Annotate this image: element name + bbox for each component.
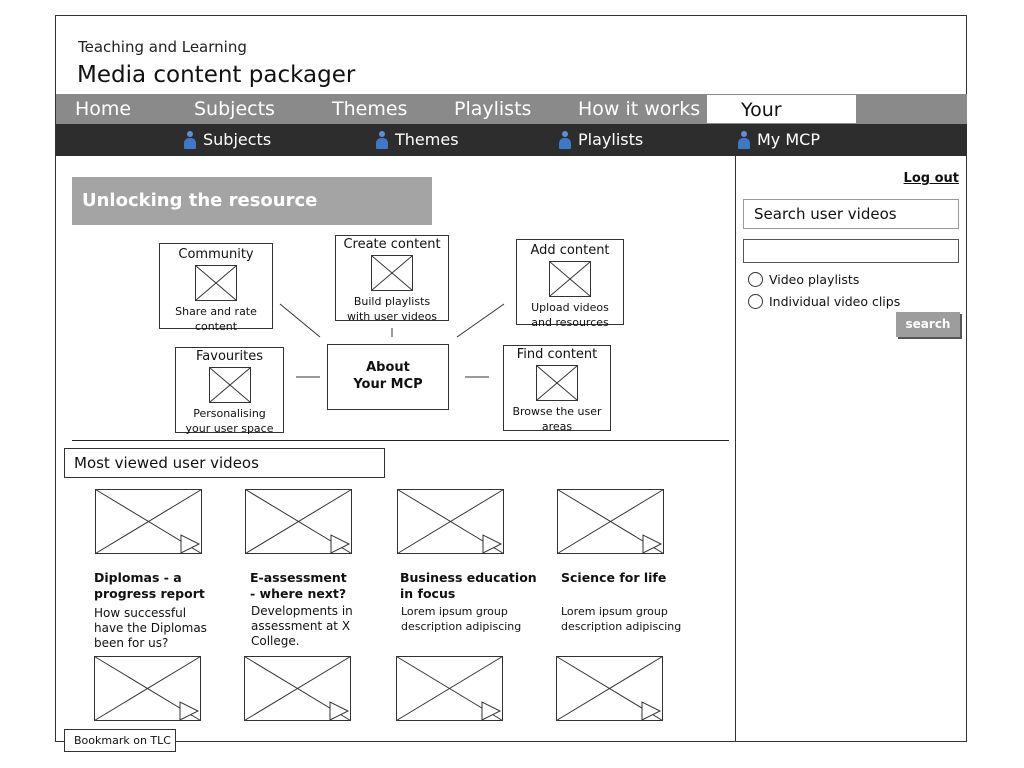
node-add-content[interactable]: Add content Upload videos and resources (516, 239, 624, 329)
search-button[interactable]: search (896, 312, 960, 337)
video-thumbnail[interactable] (397, 489, 507, 557)
image-placeholder-icon (549, 261, 591, 297)
node-desc: your user space (185, 422, 274, 435)
bookmark-button[interactable]: Bookmark on TLC (64, 729, 176, 752)
node-title: Add content (530, 243, 610, 258)
node-title: Create content (343, 237, 441, 252)
video-thumbnail[interactable] (244, 656, 354, 724)
center-line: About (366, 360, 410, 375)
section-divider (72, 440, 729, 441)
video-thumbnail[interactable] (396, 656, 506, 724)
center-line: Your MCP (353, 377, 423, 392)
subnav-my-mcp[interactable]: My MCP (738, 124, 820, 156)
person-icon (184, 131, 196, 149)
video-title[interactable]: Diplomas - a progress report (94, 570, 205, 601)
node-desc: Browse the user (512, 405, 602, 418)
org-name: Teaching and Learning (78, 38, 247, 56)
subnav-playlists[interactable]: Playlists (559, 124, 643, 156)
main-nav: Home Subjects Themes Playlists How it wo… (56, 94, 967, 151)
node-desc: with user videos (346, 310, 438, 323)
video-thumbnail[interactable] (556, 656, 666, 724)
option-label: Video playlists (769, 272, 860, 287)
option-video-playlists[interactable]: Video playlists (748, 272, 859, 287)
video-thumbnail[interactable] (245, 489, 355, 557)
node-about-your-mcp[interactable]: About Your MCP (327, 344, 449, 410)
image-placeholder-icon (536, 365, 578, 401)
node-title: Favourites (196, 349, 263, 364)
person-icon (738, 131, 750, 149)
node-create-content[interactable]: Create content Build playlists with user… (335, 235, 449, 323)
node-find-content[interactable]: Find content Browse the user areas (503, 345, 611, 433)
video-title[interactable]: E-assessment - where next? (250, 570, 347, 601)
nav-themes[interactable]: Themes (332, 98, 408, 120)
sub-nav: Subjects Themes Playlists My MCP (56, 124, 967, 156)
node-desc: content (194, 320, 238, 333)
page-title: Media content packager (77, 62, 356, 88)
node-title: Community (178, 247, 254, 262)
section-banner: Unlocking the resource (72, 177, 432, 225)
video-description: How successful have the Diplomas been fo… (94, 606, 207, 650)
subnav-label: My MCP (757, 130, 820, 149)
nav-how-it-works[interactable]: How it works (578, 98, 701, 120)
subnav-label: Themes (395, 130, 459, 149)
video-description: Lorem ipsum group description adipiscing (401, 605, 522, 633)
video-thumbnail[interactable] (557, 489, 667, 557)
radio-button[interactable] (748, 272, 763, 287)
node-community[interactable]: Community Share and rate content (159, 243, 273, 333)
nav-playlists[interactable]: Playlists (454, 98, 532, 120)
person-icon (559, 131, 571, 149)
node-desc: and resources (531, 316, 609, 329)
option-label: Individual video clips (769, 294, 901, 309)
node-desc: Upload videos (531, 301, 609, 314)
node-title: Find content (516, 347, 598, 362)
node-desc: Personalising (193, 407, 266, 420)
node-desc: areas (541, 420, 573, 433)
search-input[interactable] (743, 239, 959, 263)
option-individual-clips[interactable]: Individual video clips (748, 294, 900, 309)
most-viewed-heading: Most viewed user videos (64, 448, 385, 478)
node-desc: Build playlists (353, 295, 431, 308)
image-placeholder-icon (371, 255, 413, 291)
image-placeholder-icon (195, 265, 237, 301)
video-thumbnail[interactable] (94, 656, 204, 724)
video-description: Developments in assessment at X College. (251, 604, 353, 648)
video-thumbnail[interactable] (95, 489, 205, 557)
video-title[interactable]: Science for life (561, 570, 667, 585)
nav-your-mcp[interactable]: Your MCP (706, 94, 857, 151)
subnav-themes[interactable]: Themes (376, 124, 459, 156)
person-icon (376, 131, 388, 149)
video-title[interactable]: Business education in focus (400, 570, 537, 601)
logout-link[interactable]: Log out (903, 171, 959, 186)
node-favourites[interactable]: Favourites Personalising your user space (175, 347, 284, 435)
subnav-label: Subjects (203, 130, 272, 149)
image-placeholder-icon (208, 367, 251, 403)
nav-home[interactable]: Home (75, 98, 132, 120)
nav-subjects[interactable]: Subjects (194, 98, 275, 120)
subnav-label: Playlists (578, 130, 644, 149)
radio-button[interactable] (748, 294, 763, 309)
node-desc: Share and rate (175, 305, 257, 318)
subnav-subjects[interactable]: Subjects (184, 124, 271, 156)
search-heading: Search user videos (743, 199, 959, 229)
sidebar-divider (735, 156, 736, 742)
video-description: Lorem ipsum group description adipiscing (561, 605, 682, 633)
